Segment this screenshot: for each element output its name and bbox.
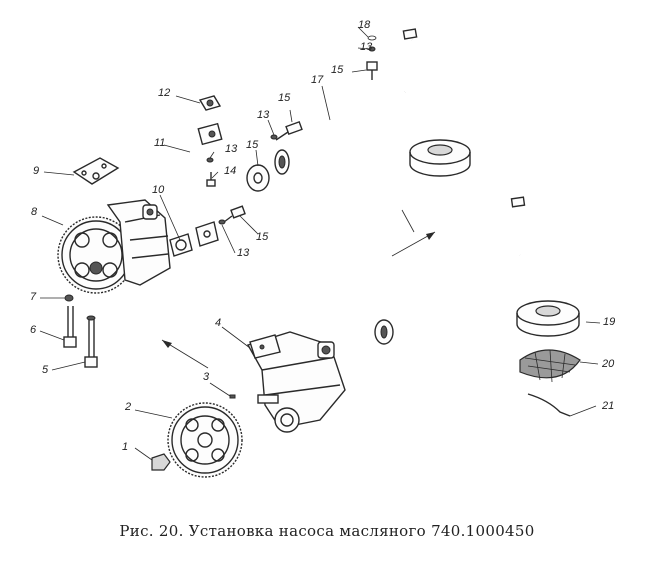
bolt-5 <box>84 315 98 368</box>
callout-17: 17 <box>311 74 324 86</box>
spring-washer-13-upper <box>270 134 278 140</box>
plug-12 <box>198 95 222 111</box>
washer-13-lower <box>218 219 226 225</box>
oil-strainer-mesh <box>519 349 581 383</box>
callout-20: 20 <box>602 358 615 370</box>
callout-6: 6 <box>30 324 37 336</box>
gasket-9 <box>72 157 120 185</box>
callout-1: 1 <box>122 441 129 453</box>
oil-pump-assembled <box>57 199 171 294</box>
callout-13-upper: 13 <box>257 109 270 121</box>
callout-14: 14 <box>224 165 237 177</box>
callout-10: 10 <box>152 184 165 196</box>
callout-15-top: 15 <box>331 64 344 76</box>
bolt-15-upper <box>275 120 303 141</box>
pipe-flange-upper <box>246 149 290 192</box>
washer-7 <box>64 294 74 302</box>
pump-drive-gear <box>167 402 243 478</box>
callout-8: 8 <box>31 206 38 218</box>
callout-13-top: 13 <box>360 41 373 53</box>
oil-intake-pipe-lower <box>374 196 542 345</box>
assembly-arrow-right <box>391 209 436 257</box>
callout-7: 7 <box>30 291 37 303</box>
callout-19: 19 <box>603 316 616 328</box>
callout-12: 12 <box>158 87 171 99</box>
exploded-assembly-drawing <box>39 26 601 478</box>
bolt-15-lower <box>223 205 246 223</box>
bolt-15-top <box>366 61 378 80</box>
bolt-6 <box>63 306 77 348</box>
nut-1 <box>151 453 171 471</box>
spring-clip-21 <box>527 393 571 417</box>
oil-intake-pipe-upper <box>282 28 442 160</box>
gasket-10 <box>169 233 193 257</box>
figure-caption: Рис. 20. Установка насоса масляного 740.… <box>119 522 535 540</box>
oil-pump-body <box>246 331 346 433</box>
callout-11: 11 <box>154 137 166 149</box>
washer-13-mid <box>206 157 214 163</box>
callout-18: 18 <box>358 19 371 31</box>
callout-3: 3 <box>203 371 210 383</box>
callout-4: 4 <box>215 317 222 329</box>
callout-21: 21 <box>602 400 615 412</box>
assembly-arrow-left <box>161 339 209 369</box>
key-3 <box>229 394 236 399</box>
callout-5: 5 <box>42 364 49 376</box>
callout-13-lower: 13 <box>237 247 250 259</box>
callout-9: 9 <box>33 165 40 177</box>
oil-receiver-cup-upper <box>409 139 471 177</box>
callout-13-mid: 13 <box>225 143 238 155</box>
bolt-14 <box>206 172 216 187</box>
callout-2: 2 <box>125 401 132 413</box>
callout-15-flange: 15 <box>246 139 259 151</box>
callout-15-lower: 15 <box>256 231 269 243</box>
leader-lines <box>39 26 601 461</box>
oil-pressure-tube <box>186 122 223 247</box>
oil-receiver-cup-lower <box>516 300 580 337</box>
callout-15-upper: 15 <box>278 92 291 104</box>
washers-18-13 <box>367 35 377 52</box>
